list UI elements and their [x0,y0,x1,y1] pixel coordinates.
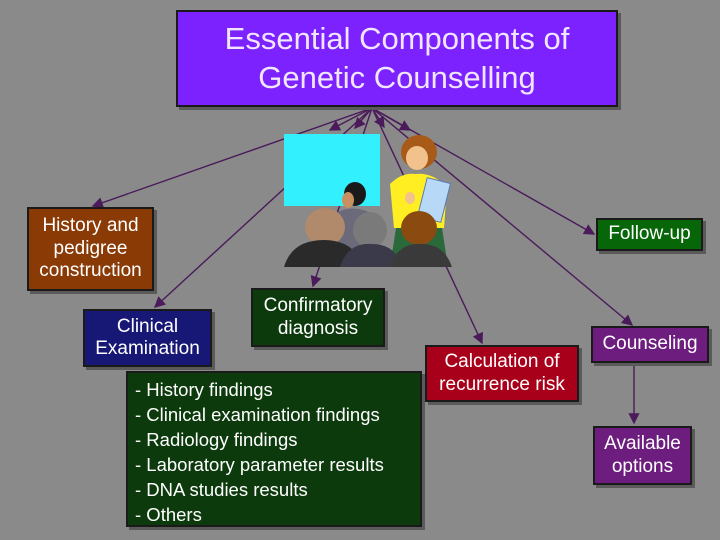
findings-item: - History findings [135,379,273,400]
findings-item: - Radiology findings [135,429,298,450]
findings-item: - Laboratory parameter results [135,454,384,475]
teacher-with-students-illustration [284,134,452,267]
findings-list-box: - History findings - Clinical examinatio… [126,371,422,527]
available-options-node: Available options [593,426,692,485]
arrow-to-illustration-2 [354,107,373,130]
title-line-1: Essential Components of [224,20,570,56]
arrow-to-history [91,107,373,209]
recurrence-risk-node: Calculation of recurrence risk [425,345,579,402]
counseling-node: Counseling [591,326,709,363]
follow-up-node: Follow-up [596,218,703,251]
findings-item: - DNA studies results [135,479,308,500]
history-pedigree-node: History and pedigree construction [27,207,154,291]
findings-item: - Others [135,504,202,525]
confirmatory-diagnosis-node: Confirmatory diagnosis [251,288,385,347]
diagram-title: Essential Components of Genetic Counsell… [176,10,618,107]
clinical-examination-node: Clinical Examination [83,309,212,367]
arrow-to-illustration-1 [328,107,373,131]
arrow-to-illustration-3 [371,107,385,129]
arrow-to-illustration-4 [371,107,412,131]
findings-item: - Clinical examination findings [135,404,380,425]
title-line-2: Genetic Counselling [258,59,536,95]
